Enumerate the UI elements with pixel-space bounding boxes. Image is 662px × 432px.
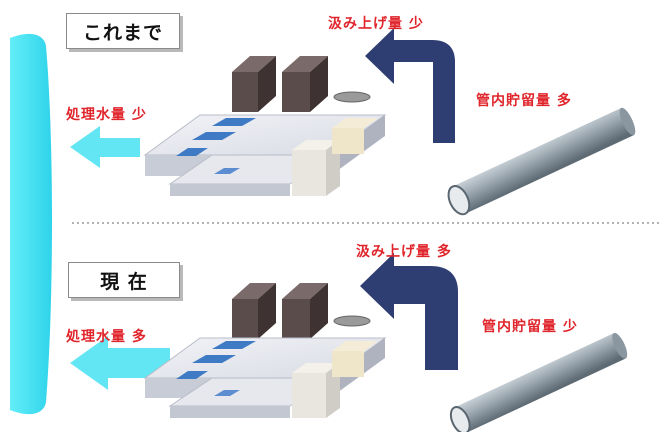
bottom-panel <box>70 253 628 432</box>
bottom-pump-label: 汲み上げ量 多 <box>356 244 452 260</box>
treatment-plant <box>143 56 387 196</box>
bottom-panel-title: 現 在 <box>68 262 180 298</box>
bottom-storage-label: 管内貯留量 少 <box>482 319 578 335</box>
top-panel <box>70 28 636 216</box>
pipe <box>449 332 628 432</box>
treatment-plant <box>143 283 387 418</box>
outflow-arrow <box>70 126 140 168</box>
pump-arrow <box>365 28 455 143</box>
top-treated-label: 処理水量 少 <box>66 107 147 123</box>
pump-arrow <box>360 253 458 370</box>
outflow-arrow <box>70 336 170 390</box>
top-storage-label: 管内貯留量 多 <box>476 93 572 109</box>
top-pump-label: 汲み上げ量 少 <box>328 16 424 32</box>
pipe <box>447 107 636 216</box>
top-panel-title: これまで <box>66 13 180 49</box>
bottom-treated-label: 処理水量 多 <box>66 329 147 345</box>
river-shape <box>10 33 52 415</box>
